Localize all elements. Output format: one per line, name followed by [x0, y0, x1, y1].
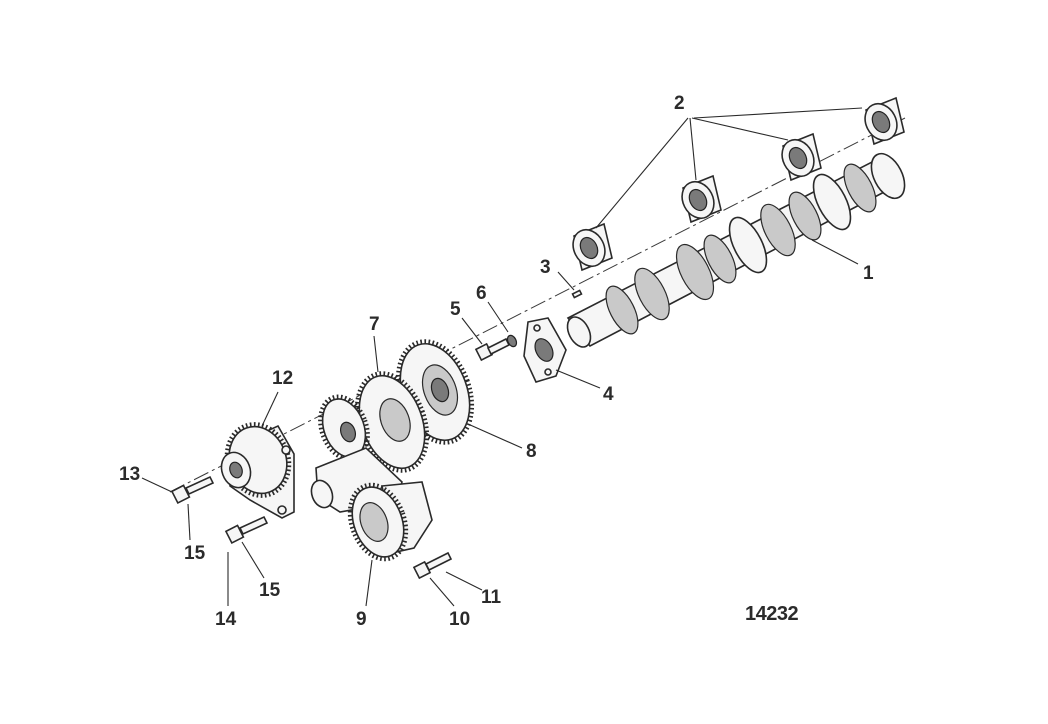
callout-11: 11 [481, 587, 502, 608]
callout-14: 14 [215, 609, 237, 630]
callout-13: 13 [119, 464, 141, 485]
thrust-plate-bolt [474, 337, 511, 362]
callout-4: 4 [603, 384, 614, 405]
callout-6: 6 [476, 283, 487, 304]
callout-3: 3 [540, 257, 551, 278]
callout-9: 9 [356, 609, 367, 630]
callout-10: 10 [449, 609, 471, 630]
callout-15-lower: 15 [259, 580, 281, 601]
assembly-axis-line [169, 117, 906, 493]
figure-number: 14232 [745, 603, 799, 625]
callout-1: 1 [863, 263, 874, 284]
camshaft-bearing-3 [781, 132, 822, 182]
lock-washer [506, 334, 518, 348]
housing-bolt-upper [170, 475, 215, 505]
idler-gear [354, 371, 430, 473]
leader-lines [141, 107, 863, 607]
woodruff-key [571, 289, 583, 299]
camshaft-bearing-1 [572, 222, 613, 272]
camshaft-bearing-2 [681, 174, 722, 224]
camshaft-bearing-4 [864, 96, 905, 146]
callout-8: 8 [526, 441, 537, 462]
callout-15-upper: 15 [184, 543, 206, 564]
callout-5: 5 [450, 299, 461, 320]
camshaft [566, 152, 906, 348]
housing-bolt-lower [224, 515, 269, 545]
pump-housing [220, 422, 295, 519]
callout-7: 7 [369, 314, 380, 335]
callout-2: 2 [674, 93, 685, 114]
lower-gear-assembly [347, 481, 433, 562]
thrust-plate [523, 317, 567, 383]
lower-bolt [412, 551, 453, 580]
callout-12: 12 [272, 368, 294, 389]
drive-gear [318, 394, 370, 462]
